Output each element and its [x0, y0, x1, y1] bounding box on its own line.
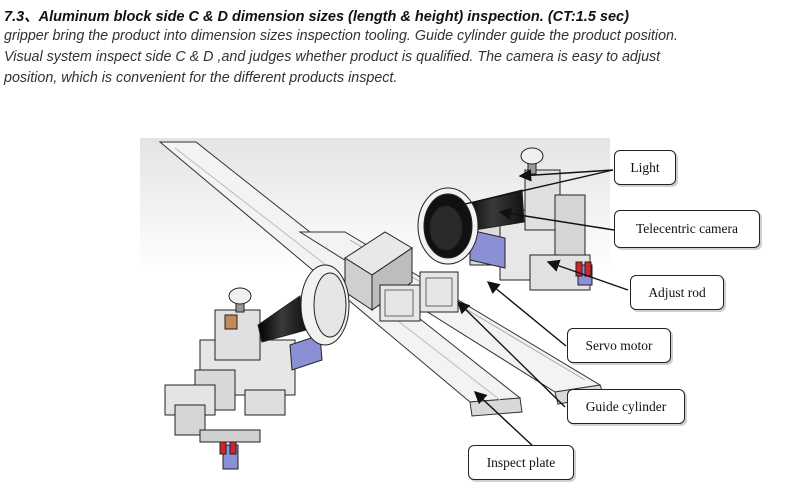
left-camera-station-drawing [164, 264, 350, 470]
callout-light: Light [614, 150, 676, 185]
adjust-rod-leader [546, 259, 629, 291]
camera-leader [498, 207, 615, 231]
callout-guide-cylinder: Guide cylinder [567, 389, 685, 424]
light-leader [450, 169, 614, 211]
description-line-1: gripper bring the product into dimension… [4, 28, 678, 44]
servo-motor-leader [486, 281, 567, 347]
inspect-plate-leader [473, 391, 536, 449]
section-description: gripper bring the product into dimension… [4, 26, 796, 89]
callout-servo-motor: Servo motor [567, 328, 671, 363]
callout-leaders [450, 168, 629, 449]
light-leader-2 [518, 168, 614, 182]
callout-adjust-rod: Adjust rod [630, 275, 724, 310]
description-line-3: position, which is convenient for the di… [4, 70, 398, 86]
center-clamp-drawing [344, 231, 459, 322]
callout-inspect-plate: Inspect plate [468, 445, 574, 480]
section-heading: 7.3、Aluminum block side C & D dimension … [4, 9, 629, 25]
description-line-2: Visual system inspect side C & D ,and ju… [4, 49, 661, 65]
guide-cylinder-leader [457, 301, 566, 408]
callout-telecentric-camera: Telecentric camera [614, 210, 760, 248]
